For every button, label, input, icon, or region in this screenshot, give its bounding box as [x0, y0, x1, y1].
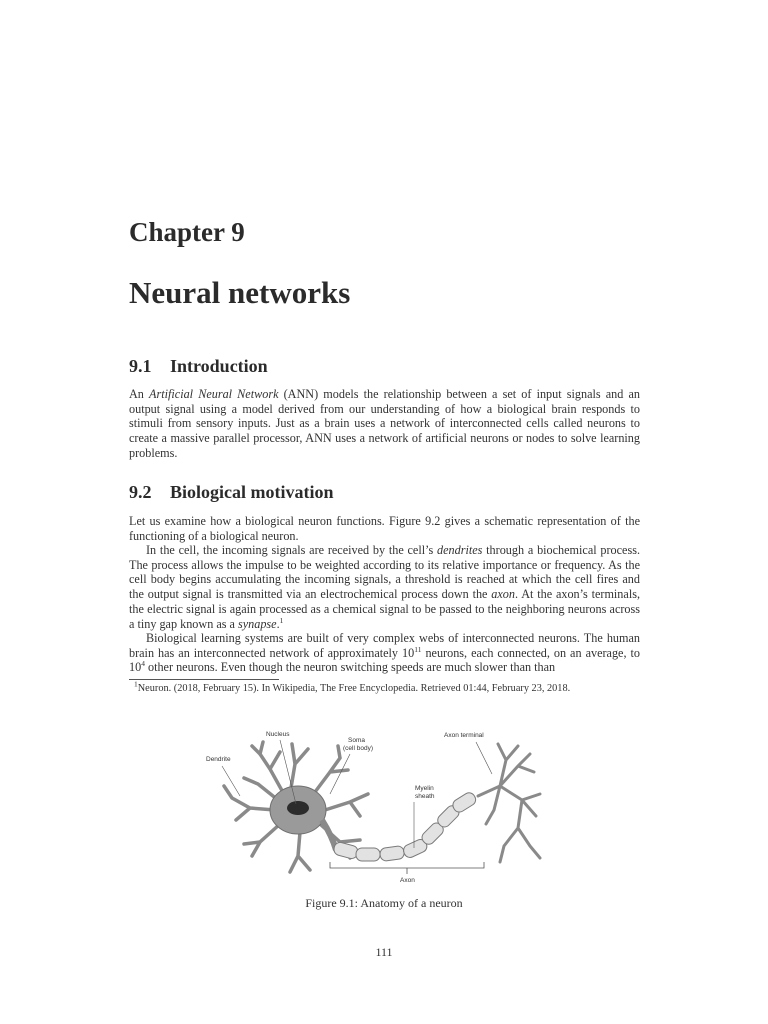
soma-label: Soma — [348, 737, 365, 744]
chapter-title: Neural networks — [129, 275, 351, 310]
text-run: (ANN) models the relationship between a … — [129, 387, 640, 460]
axon-bracket — [329, 862, 485, 869]
dendrite-label: Dendrite — [206, 756, 231, 763]
dendrites — [222, 740, 370, 874]
emphasis: axon — [491, 587, 515, 602]
text-run: neurons, each connected, on an average, … — [129, 645, 640, 675]
chapter-label: Chapter 9 — [129, 217, 245, 247]
nucleus-label: Nucleus — [266, 731, 290, 738]
text-run: . — [276, 616, 280, 631]
neuron-anatomy-figure: Nucleus Soma (cell body) Dendrite Axon t… — [206, 731, 542, 884]
myelin-sheath — [333, 792, 477, 862]
figure-caption: Figure 9.1: Anatomy of a neuron — [305, 896, 463, 910]
text-run: Let us examine how a biological neuron f… — [129, 514, 640, 543]
myelin-label: Myelin — [415, 785, 434, 792]
myelin-sublabel: sheath — [415, 793, 435, 800]
axon-label: Axon — [400, 877, 415, 884]
page-number: 111 — [375, 945, 393, 959]
emphasis: Artificial Neural Network — [149, 387, 279, 401]
soma-sublabel: (cell body) — [343, 745, 373, 752]
text-run: . At the axon’s terminals, the electric … — [129, 587, 640, 631]
axon-terminal — [476, 742, 542, 864]
footnote: 1Neuron. (2018, February 15). In Wikiped… — [134, 679, 644, 694]
section-heading-biological-motivation: 9.2 Biological motivation — [129, 482, 334, 503]
text-run: An — [129, 387, 150, 401]
paragraph-ann-definition: An Artificial Neural Network (ANN) model… — [129, 387, 640, 461]
paragraph-signal-processing: In the cell, the incoming signals are re… — [129, 543, 640, 631]
superscript: 1 — [279, 615, 284, 625]
superscript: 11 — [414, 644, 422, 654]
footnote-divider — [129, 679, 279, 680]
section-heading-introduction: 9.1 Introduction — [129, 356, 268, 377]
superscript: 4 — [141, 659, 145, 669]
axon-terminal-label: Axon terminal — [444, 732, 484, 739]
text-run: Biological learning systems are built of… — [129, 631, 640, 660]
emphasis: synapse — [238, 616, 277, 631]
section-title: Introduction — [170, 356, 268, 376]
paragraph-neuron-intro: Let us examine how a biological neuron f… — [129, 514, 640, 543]
section-number: 9.1 — [129, 356, 152, 376]
emphasis: dendrites — [437, 543, 483, 557]
text-run: In the cell, the incoming signals are re… — [146, 543, 438, 557]
section-number: 9.2 — [129, 482, 152, 502]
footnote-mark: 1 — [134, 679, 138, 689]
text-run: through a biochemical process. The proce… — [129, 543, 641, 602]
paragraph-learning-systems: Biological learning systems are built of… — [129, 631, 640, 675]
section-title: Biological motivation — [170, 482, 334, 502]
nucleus — [287, 801, 309, 815]
text-run: other neurons. Even though the neuron sw… — [144, 660, 556, 675]
footnote-text: Neuron. (2018, February 15). In Wikipedi… — [137, 683, 571, 694]
